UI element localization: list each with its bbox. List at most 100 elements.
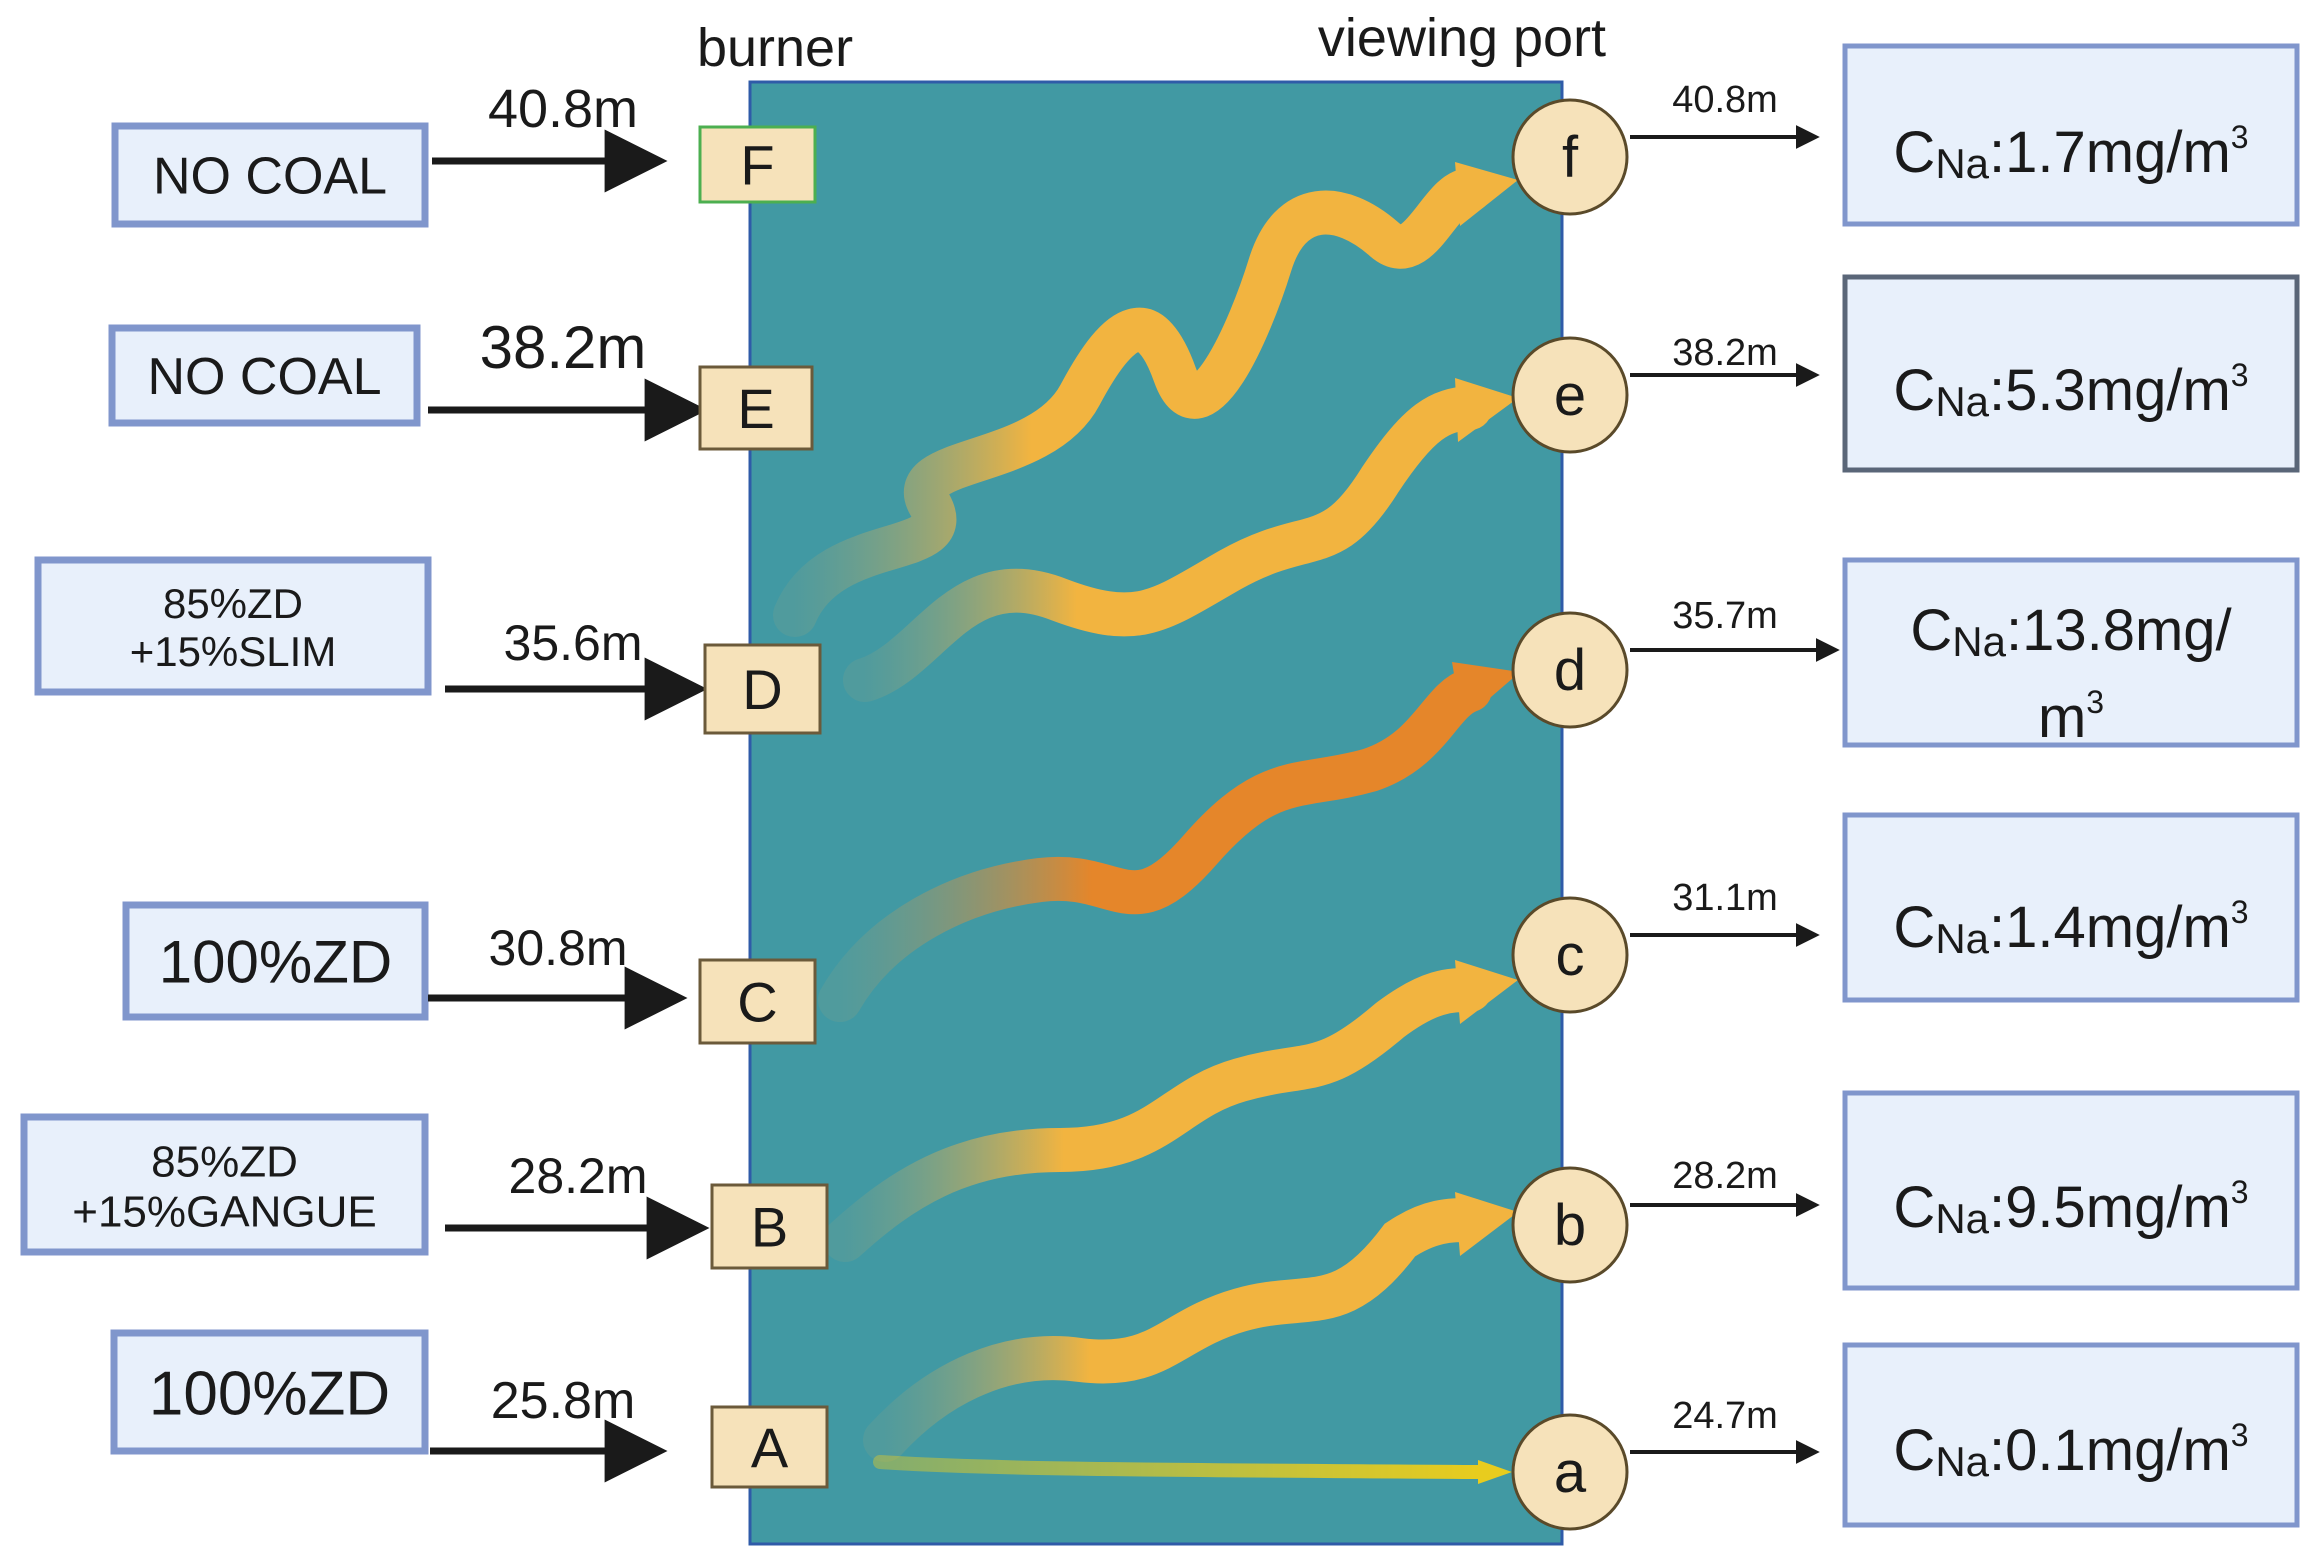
fuel-input-line-2: +15%GANGUE xyxy=(72,1188,376,1237)
viewing-port-f xyxy=(1511,98,1629,216)
burner-B xyxy=(710,1183,829,1270)
port-row-d: d 35.7m CNa:13.8mg/m3 xyxy=(1511,557,2300,750)
sodium-concentration-box xyxy=(1842,812,2300,1003)
concentration-superscript: 3 xyxy=(2231,357,2249,393)
concentration-subscript: Na xyxy=(1935,378,1989,425)
fuel-input-box xyxy=(122,901,429,1021)
flow-D-to-e xyxy=(843,378,1518,702)
concentration-subscript: Na xyxy=(1935,1438,1989,1485)
port-height-label: 40.8m xyxy=(1672,79,1778,121)
concentration-subscript: Na xyxy=(1952,618,2006,665)
fuel-input-label: 100%ZD xyxy=(149,1359,390,1428)
sodium-concentration-unit-line: m3 xyxy=(2038,684,2104,750)
burner-height-label: 35.6m xyxy=(504,615,643,671)
fuel-input-line-1: 85%ZD xyxy=(163,580,303,627)
concentration-symbol: C xyxy=(1893,895,1935,960)
burner-row-F: NO COAL 40.8mF xyxy=(111,79,817,228)
sodium-concentration-label: CNa:0.1mg/m3 xyxy=(1893,1417,2248,1485)
concentration-symbol: C xyxy=(1893,1175,1935,1240)
burner-height-label: 30.8m xyxy=(489,920,628,976)
burner-row-B: 85%ZD+15%GANGUE 28.2mB xyxy=(20,1113,829,1270)
burner-F xyxy=(698,125,817,204)
burner-id-label: D xyxy=(742,658,782,721)
sodium-concentration-box xyxy=(1842,1090,2300,1291)
viewing-port-b xyxy=(1511,1166,1629,1284)
concentration-subscript: Na xyxy=(1935,915,1989,962)
concentration-symbol: C xyxy=(1910,598,1952,663)
concentration-symbol: C xyxy=(1893,120,1935,185)
flow-C-to-d xyxy=(818,662,1520,1022)
burner-A xyxy=(710,1405,829,1489)
flow-A-to-b xyxy=(863,1192,1518,1462)
fuel-input-box xyxy=(110,1329,429,1455)
concentration-value: :13.8mg/ xyxy=(2006,598,2233,663)
port-height-label: 38.2m xyxy=(1672,332,1778,374)
burner-id-label: B xyxy=(751,1196,788,1259)
concentration-value: :1.4mg/m xyxy=(1989,895,2231,960)
furnace-body xyxy=(748,80,1564,1546)
viewing-ports: f40.8mCNa:1.7mg/m3e38.2mCNa:5.3mg/m3d35.… xyxy=(1511,43,2300,1531)
viewing-port-e xyxy=(1511,336,1629,454)
viewing-port-header: viewing port xyxy=(1318,8,1606,68)
flow-A-to-a xyxy=(873,1455,1512,1484)
viewing-port-id-label: b xyxy=(1554,1193,1586,1258)
viewing-port-id-label: d xyxy=(1554,638,1586,703)
port-height-label: 24.7m xyxy=(1672,1395,1778,1437)
burner-height-label: 28.2m xyxy=(509,1148,648,1204)
viewing-port-id-label: c xyxy=(1556,923,1585,988)
concentration-symbol: C xyxy=(1893,358,1935,423)
concentration-value: :9.5mg/m xyxy=(1989,1175,2231,1240)
burner-header: burner xyxy=(697,18,853,78)
sodium-concentration-label: CNa:1.7mg/m3 xyxy=(1893,119,2248,187)
sodium-concentration-box xyxy=(1842,557,2300,748)
burner-id-label: F xyxy=(740,134,774,197)
sodium-concentration-label: CNa:13.8mg/ xyxy=(1910,598,2232,665)
flow-D-to-f xyxy=(773,162,1518,637)
burner-C xyxy=(698,958,817,1045)
viewing-port-d xyxy=(1511,611,1629,729)
viewing-port-a xyxy=(1511,1413,1629,1531)
sodium-concentration-box xyxy=(1842,274,2300,473)
concentration-unit: m xyxy=(2038,685,2086,750)
sodium-concentration-box xyxy=(1842,1342,2300,1528)
burner-id-label: C xyxy=(737,971,777,1034)
fuel-input-box xyxy=(34,556,432,696)
fuel-input-line-2: +15%SLIM xyxy=(130,628,337,675)
burner-row-D: 85%ZD+15%SLIM 35.6mD xyxy=(34,556,822,735)
burner-id-label: A xyxy=(751,1416,789,1479)
sodium-concentration-label: CNa:9.5mg/m3 xyxy=(1893,1174,2248,1242)
fuel-input-line-1: 85%ZD xyxy=(151,1138,298,1187)
concentration-subscript: Na xyxy=(1935,140,1989,187)
fuel-input-box xyxy=(108,324,421,427)
burner-D xyxy=(703,643,822,735)
concentration-value: :0.1mg/m xyxy=(1989,1418,2231,1483)
fuel-input-label: NO COAL xyxy=(153,148,387,206)
concentration-subscript: Na xyxy=(1935,1195,1989,1242)
viewing-port-id-label: f xyxy=(1562,125,1579,190)
concentration-value: :1.7mg/m xyxy=(1989,120,2231,185)
concentration-superscript: 3 xyxy=(2231,894,2249,930)
concentration-value: :5.3mg/m xyxy=(1989,358,2231,423)
concentration-superscript: 3 xyxy=(2231,1417,2249,1453)
concentration-superscript: 3 xyxy=(2231,119,2249,155)
port-height-label: 35.7m xyxy=(1672,595,1778,637)
concentration-superscript: 3 xyxy=(2231,1174,2249,1210)
concentration-symbol: C xyxy=(1893,1418,1935,1483)
port-row-c: c 31.1m CNa:1.4mg/m3 xyxy=(1511,812,2300,1014)
fuel-input-box xyxy=(20,1113,429,1256)
flow-B-to-c xyxy=(823,960,1518,1262)
port-height-label: 31.1m xyxy=(1672,877,1778,919)
burner-height-label: 40.8m xyxy=(488,79,638,139)
sodium-concentration-label: CNa:5.3mg/m3 xyxy=(1893,357,2248,425)
fuel-input-label: NO COAL xyxy=(147,348,381,406)
sodium-concentration-box xyxy=(1842,43,2300,227)
